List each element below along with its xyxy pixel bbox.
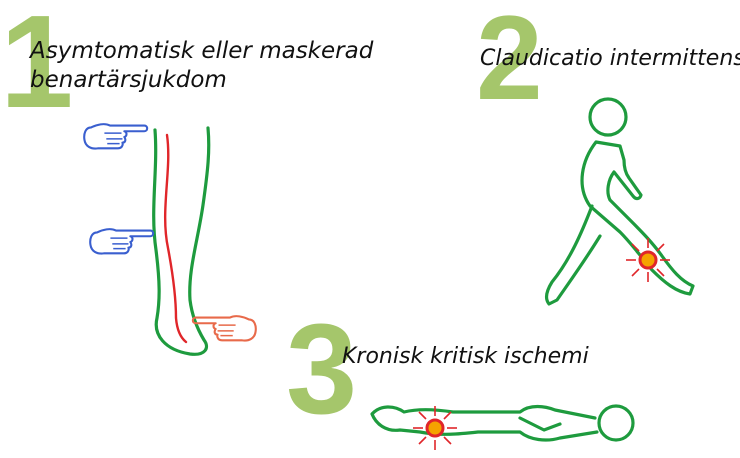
leg-with-artery-icon xyxy=(154,128,209,354)
pain-burst-icon xyxy=(413,406,457,450)
stage-1-label-line1: Asymtomatisk eller maskerad xyxy=(30,37,373,66)
stage-2-label: Claudicatio intermittens xyxy=(480,45,740,73)
pointing-hand-icon xyxy=(84,124,147,148)
pain-burst-icon xyxy=(626,238,670,282)
stage-3-label: Kronisk kritisk ischemi xyxy=(342,343,589,371)
stage-1-label: Asymtomatisk eller maskerad benartärsjuk… xyxy=(30,37,373,95)
walking-person-icon xyxy=(546,99,693,304)
stage-1-label-line2: benartärsjukdom xyxy=(30,66,373,95)
lying-person-icon xyxy=(372,406,633,440)
pointing-hand-icon xyxy=(90,229,153,253)
